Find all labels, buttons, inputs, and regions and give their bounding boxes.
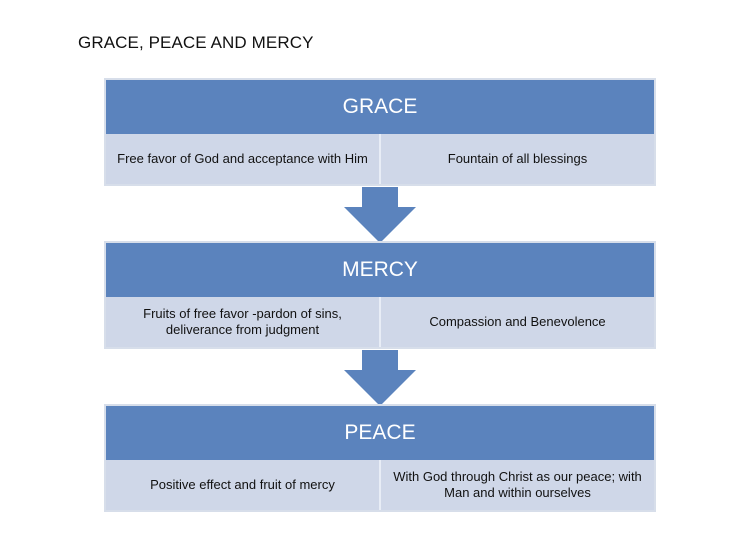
down-arrow-icon — [344, 350, 416, 406]
grace-definition-cell: Free favor of God and acceptance with Hi… — [106, 134, 379, 184]
mercy-details-row: Fruits of free favor -pardon of sins, de… — [104, 297, 656, 349]
peace-definition-cell: Positive effect and fruit of mercy — [106, 460, 379, 510]
page-title: GRACE, PEACE AND MERCY — [78, 33, 314, 52]
grace-description-cell: Fountain of all blessings — [379, 134, 654, 184]
grace-heading: GRACE — [104, 78, 656, 134]
mercy-heading: MERCY — [104, 241, 656, 297]
grace-block: GRACE Free favor of God and acceptance w… — [104, 78, 656, 186]
peace-block: PEACE Positive effect and fruit of mercy… — [104, 404, 656, 512]
mercy-description-cell: Compassion and Benevolence — [379, 297, 654, 347]
mercy-definition-cell: Fruits of free favor -pardon of sins, de… — [106, 297, 379, 347]
grace-details-row: Free favor of God and acceptance with Hi… — [104, 134, 656, 186]
peace-description-cell: With God through Christ as our peace; wi… — [379, 460, 654, 510]
peace-heading: PEACE — [104, 404, 656, 460]
mercy-block: MERCY Fruits of free favor -pardon of si… — [104, 241, 656, 349]
down-arrow-icon — [344, 187, 416, 243]
peace-details-row: Positive effect and fruit of mercy With … — [104, 460, 656, 512]
